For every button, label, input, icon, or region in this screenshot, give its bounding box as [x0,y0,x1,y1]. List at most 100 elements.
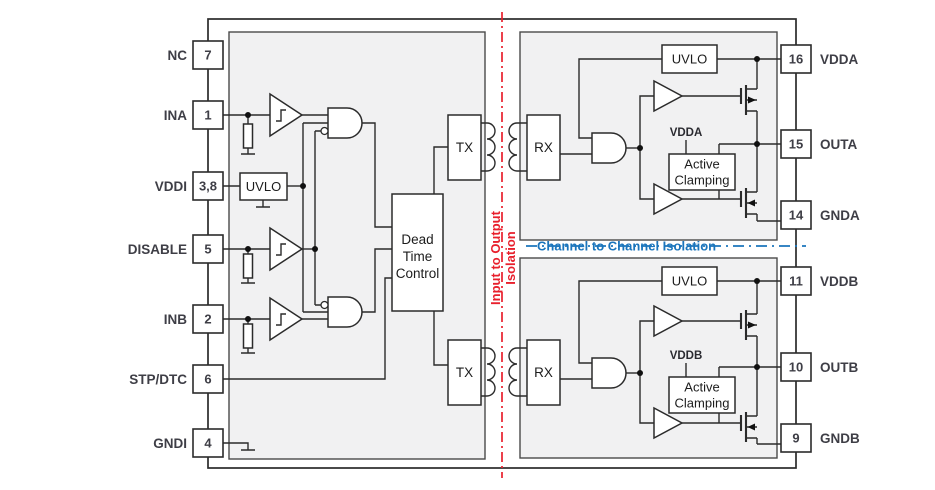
pin-box-6 [192,364,224,394]
uvlo-b-box [661,266,718,296]
pin-number: 6 [204,372,211,387]
and-gate-a2 [591,132,627,164]
driver-buffer-a-high [653,79,684,113]
pin-label-gnda: GNDA [820,208,860,223]
pin-number: 5 [204,242,211,257]
and-gate-b [327,296,363,328]
mosfet-arrow-icon [748,96,756,104]
driver-buffer-b-high [653,304,684,338]
pin-number: 4 [204,436,212,451]
ground-ina [241,148,255,155]
pin-box-10 [780,352,812,382]
wire-driver-split-a [639,95,654,200]
dtc-label-line3: Control [396,266,440,281]
mosfet-arrow-icon [747,199,755,207]
tx-a-box [447,114,482,181]
mosfet-b-low [739,412,757,442]
transformer-a-primary-coil [481,122,496,172]
pin-box-16 [780,44,812,74]
wire-anda-to-dtc [362,122,392,228]
pin-label-vddi: VDDI [155,179,187,194]
pin-box-15 [780,129,812,159]
mosfet-a-low [739,188,757,218]
mosfet-a-high [739,85,757,115]
pin-label-nc: NC [168,48,188,63]
ground-disable [241,278,255,284]
junction-dots [245,56,760,376]
tx-b-label: TX [456,365,473,380]
input-and-gates [320,107,363,328]
resistor-inb [242,323,254,349]
wire-gndb [756,438,781,445]
active-clamping-b-box [668,376,736,414]
channel-channel-isolation-label: Channel to Channel Isolation [537,239,716,254]
active-clamping-b-line1: Active [684,380,719,395]
resistor-ina [242,123,254,149]
transformer-b-secondary-coil [508,347,527,397]
pin-label-outa: OUTA [820,137,857,152]
wire-gndi-ground [223,442,255,451]
pin-number: 15 [789,137,803,152]
input-buffers [269,92,304,342]
wire-disable-rail [314,130,321,306]
pin-label-disable: DISABLE [128,242,187,257]
active-clamping-a-line2: Clamping [675,173,730,188]
input-output-isolation-label-line2: Isolation [503,231,518,285]
driver-buffer-b-low [653,406,684,440]
schmitt-buffer-ina [269,92,304,138]
and-gate-b2 [591,357,627,389]
pin-number: 11 [789,274,803,289]
pin-label-vdda: VDDA [820,52,859,67]
uvlo-input-box [239,172,288,201]
invert-bubble-icon [320,126,329,136]
pin-label-gndi: GNDI [153,436,187,451]
pin-label-stpdtc: STP/DTC [129,372,187,387]
pin-number: 7 [204,48,211,63]
wire-gnda [756,214,781,222]
rx-b-label: RX [534,365,553,380]
right-pins: 16 VDDA 15 OUTA 14 GNDA 11 VDDB 10 OUTB … [780,44,860,453]
uvlo-a-box [661,44,718,74]
wire-uvlob-feedback [578,280,662,364]
pin-box-2 [192,304,224,334]
pin-number: 2 [204,312,211,327]
dtc-label-line2: Time [403,249,433,264]
pin-number: 3,8 [199,179,217,194]
pin-box-4 [192,428,224,458]
mosfet-b-high [739,310,757,340]
schmitt-buffer-disable [269,226,304,272]
mosfet-arrow-icon [748,321,756,329]
transformer-b-primary-coil [481,347,496,397]
pin-label-inb: INB [164,312,188,327]
resistor-disable [242,253,254,279]
dead-time-control-box [391,193,444,312]
vddb-ref-label: VDDB [670,350,703,362]
active-clamping-b-line2: Clamping [675,396,730,411]
pin-box-7 [192,40,224,70]
schmitt-buffer-inb [269,296,304,342]
pin-number: 16 [789,52,803,67]
uvlo-a-label: UVLO [672,52,707,67]
pin-number: 10 [789,360,803,375]
wire-uvloa-feedback [578,58,662,139]
tx-a-label: TX [456,140,473,155]
wire-andb-to-dtc [362,248,392,313]
active-clamping-a-line1: Active [684,157,719,172]
pin-label-outb: OUTB [820,360,858,375]
wire-driver-split-b [639,320,654,424]
driver-buffer-a-low [653,182,684,216]
tx-b-box [447,339,482,406]
rx-a-label: RX [534,140,553,155]
vdda-ref-label: VDDA [670,127,703,139]
hysteresis-icon [276,313,286,326]
pin-box-5 [192,234,224,264]
ground-uvlo [256,200,270,208]
ground-inb [241,348,255,354]
pin-box-38 [192,171,224,201]
pin-box-14 [780,200,812,230]
left-pins: 7 NC 1 INA 3,8 VDDI 5 DISABLE 2 INB 6 ST… [128,40,224,458]
pin-label-vddb: VDDB [820,274,859,289]
pin-number: 1 [204,108,211,123]
